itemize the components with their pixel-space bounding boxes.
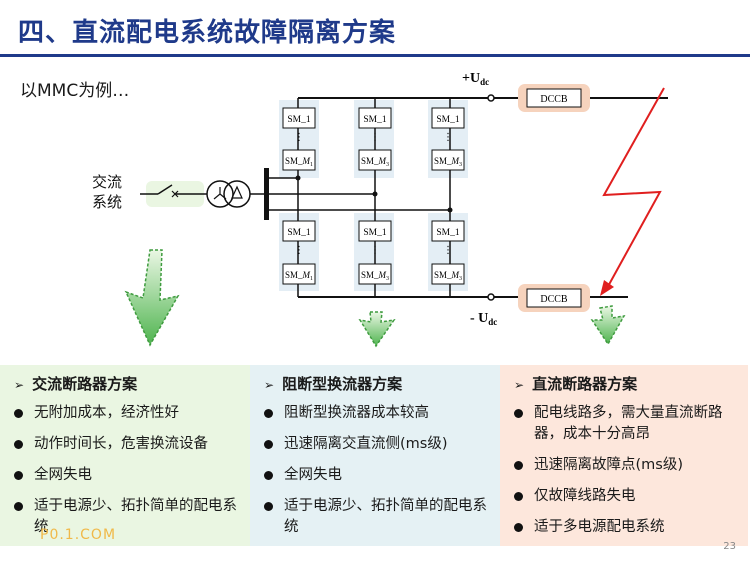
dccb-negative-label: DCCB: [540, 294, 568, 305]
slide-subtitle: 以MMC为例…: [20, 81, 130, 101]
svg-text:SM_M3: SM_M3: [434, 156, 462, 168]
green-down-arrow-icon: [124, 249, 180, 347]
transformer-secondary-icon: [223, 180, 251, 208]
svg-text:SM_1: SM_1: [287, 115, 310, 125]
svg-text:⋮: ⋮: [443, 132, 453, 143]
svg-text:SM_1: SM_1: [363, 228, 386, 238]
panel-blocking-converter: ➢阻断型换流器方案 阻断型换流器成本较高 迅速隔离交直流侧(ms级) 全网失电 …: [250, 365, 500, 546]
panel-heading: ➢直流断路器方案: [514, 375, 638, 393]
panel-heading: ➢交流断路器方案: [14, 375, 138, 393]
positive-terminal-node: [487, 94, 495, 102]
submodule-group-b-upper: SM_1 ⋮ SM_M3: [358, 107, 392, 171]
mmc-circuit-diagram: 交流 系统 SM_1 ⋮ SM_M1 SM_1 ⋮ SM_M3 SM_1 ⋮ S…: [92, 71, 668, 348]
panel-list: 阻断型换流器成本较高 迅速隔离交直流侧(ms级) 全网失电 适于电源少、拓扑简单…: [262, 403, 487, 548]
panel-dc-breaker: ➢直流断路器方案 配电线路多，需大量直流断路器，成本十分高昂 迅速隔离故障点(m…: [500, 365, 748, 546]
submodule-group-c-upper: SM_1 ⋮ SM_M3: [431, 107, 465, 171]
svg-text:⋮: ⋮: [294, 245, 304, 256]
list-item: 全网失电: [12, 465, 237, 486]
watermark: P0.1.COM: [40, 527, 117, 543]
ac-bus-bar: [264, 168, 269, 220]
svg-text:⋮: ⋮: [370, 245, 380, 256]
negative-rail-label: - Udc: [470, 311, 497, 327]
svg-text:SM_1: SM_1: [363, 115, 386, 125]
junction-node: [372, 191, 378, 197]
junction-node: [447, 207, 453, 213]
title-divider: [0, 54, 750, 57]
fault-lightning-arrow: [602, 87, 665, 291]
list-item: 全网失电: [262, 465, 487, 486]
svg-text:SM_M1: SM_M1: [285, 270, 313, 282]
wye-symbol: [213, 187, 227, 200]
arrow-bullet-icon: ➢: [264, 378, 275, 392]
arrow-bullet-icon: ➢: [514, 378, 525, 392]
panel-list: 配电线路多，需大量直流断路器，成本十分高昂 迅速隔离故障点(ms级) 仅故障线路…: [512, 403, 737, 548]
junction-node: [295, 175, 301, 181]
ac-breaker-switch-icon: [157, 184, 173, 195]
list-item: 适于电源少、拓扑简单的配电系统: [12, 496, 237, 538]
submodule-group-a-upper: SM_1 ⋮ SM_M1: [282, 107, 316, 171]
panel-heading: ➢阻断型换流器方案: [264, 375, 403, 393]
svg-text:SM_M3: SM_M3: [434, 270, 462, 282]
svg-text:⋮: ⋮: [370, 132, 380, 143]
green-down-arrow-icon: [358, 311, 396, 348]
list-item: 适于多电源配电系统: [512, 517, 737, 538]
positive-rail-label: +Udc: [462, 71, 489, 87]
panel-list: 无附加成本，经济性好 动作时间长，危害换流设备 全网失电 适于电源少、拓扑简单的…: [12, 403, 237, 548]
submodule-group-c-lower: SM_1 ⋮ SM_M3: [431, 220, 465, 285]
submodule-group-b-lower: SM_1 ⋮ SM_M3: [358, 220, 392, 285]
svg-text:SM_1: SM_1: [287, 228, 310, 238]
ac-breaker-cross-icon: [171, 190, 179, 198]
list-item: 迅速隔离故障点(ms级): [512, 455, 737, 476]
svg-text:SM_M3: SM_M3: [361, 156, 389, 168]
list-item: 仅故障线路失电: [512, 486, 737, 507]
delta-symbol: [231, 185, 243, 199]
list-item: 适于电源少、拓扑简单的配电系统: [262, 496, 487, 538]
svg-text:SM_M1: SM_M1: [285, 156, 313, 168]
list-item: 迅速隔离交直流侧(ms级): [262, 434, 487, 455]
svg-text:SM_1: SM_1: [436, 115, 459, 125]
slide-title: 四、直流配电系统故障隔离方案: [18, 18, 397, 48]
list-item: 无附加成本，经济性好: [12, 403, 237, 424]
panel-ac-breaker: ➢交流断路器方案 无附加成本，经济性好 动作时间长，危害换流设备 全网失电 适于…: [0, 365, 250, 546]
page-number: 23: [723, 541, 736, 552]
fault-arrowhead: [600, 280, 614, 296]
svg-text:⋮: ⋮: [294, 132, 304, 143]
negative-terminal-node: [487, 293, 495, 301]
svg-text:SM_M3: SM_M3: [361, 270, 389, 282]
list-item: 动作时间长，危害换流设备: [12, 434, 237, 455]
ac-system-label: 交流: [92, 173, 122, 191]
list-item: 阻断型换流器成本较高: [262, 403, 487, 424]
svg-text:SM_1: SM_1: [436, 228, 459, 238]
green-down-arrow-icon: [590, 305, 626, 346]
dccb-positive-label: DCCB: [540, 94, 568, 105]
svg-text:⋮: ⋮: [443, 245, 453, 256]
dccb-negative-breaker: [526, 288, 582, 308]
submodule-group-a-lower: SM_1 ⋮ SM_M1: [282, 220, 316, 285]
list-item: 配电线路多，需大量直流断路器，成本十分高昂: [512, 403, 737, 445]
ac-system-label: 系统: [92, 193, 122, 211]
arrow-bullet-icon: ➢: [14, 378, 25, 392]
dccb-positive-breaker: [526, 88, 582, 108]
